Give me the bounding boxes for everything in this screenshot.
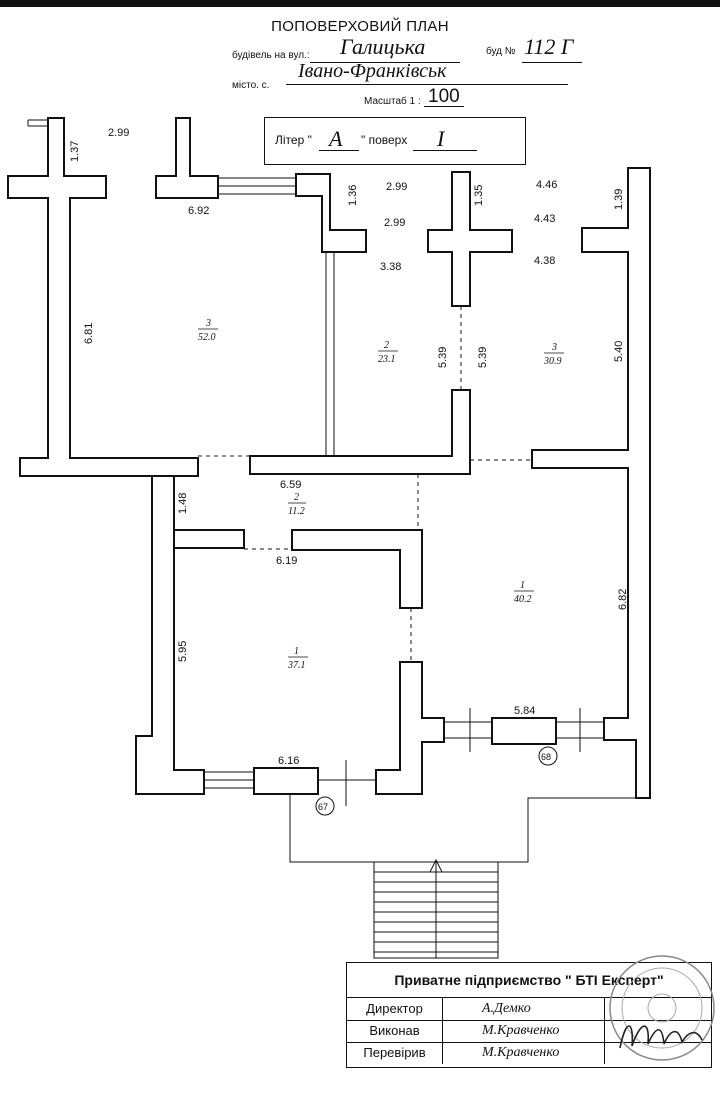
dim-right-top: 4.46 <box>536 179 557 191</box>
row-executed: Виконав М.Кравченко <box>347 1020 711 1043</box>
dim-room2-width: 2.99 <box>384 217 405 229</box>
room-1-right-area: 40.2 <box>514 594 532 605</box>
marker-67-label: 67 <box>318 802 328 812</box>
street-value: Галицька <box>340 34 426 59</box>
role-director: Директор <box>347 998 443 1020</box>
street-label: будівель на вул.: <box>232 50 310 61</box>
marker-68 <box>538 746 558 766</box>
scale-label: Масштаб 1 : <box>364 96 421 107</box>
dim-cross-h: 1.35 <box>473 185 485 206</box>
signature-mark <box>619 1025 703 1049</box>
seal-stamp <box>609 955 715 1061</box>
role-checked: Перевірив <box>347 1042 443 1064</box>
city-underline <box>286 84 568 85</box>
room-2-corridor-number: 2 <box>294 492 299 503</box>
scan-top-border <box>0 0 720 7</box>
floor-value: I <box>437 126 445 151</box>
dim-room2-bottom: 3.38 <box>380 261 401 273</box>
walls <box>7 117 651 799</box>
row-checked: Перевірив М.Кравченко <box>347 1042 711 1064</box>
room-2-top-number: 2 <box>384 340 389 351</box>
dim-room3r-bottom: 4.38 <box>534 255 555 267</box>
company-name: Приватне підприємство " БТІ Експерт" <box>347 963 711 998</box>
wall-lower-column <box>375 661 445 795</box>
openings <box>198 306 532 662</box>
dim-room1r-h: 6.82 <box>617 589 629 610</box>
dim-top-left-height: 1.37 <box>69 141 81 162</box>
porch-stairs <box>289 794 648 959</box>
markers <box>315 746 558 816</box>
name-executed: М.Кравченко <box>482 1023 560 1038</box>
col-divider <box>604 1020 605 1042</box>
building-underline <box>522 62 582 63</box>
building-value: 112 Г <box>524 34 574 59</box>
col-divider <box>604 1042 605 1064</box>
dim-right-wall-h: 1.39 <box>613 189 625 210</box>
wall-room1-left <box>135 475 245 795</box>
dim-room2-h: 5.39 <box>437 347 449 368</box>
room-2-top-area: 23.1 <box>378 354 396 365</box>
wall-lintel-bottom <box>253 767 319 795</box>
wall-post-top <box>155 117 219 199</box>
liter-value: А <box>329 126 343 151</box>
dim-room3r-h: 5.39 <box>477 347 489 368</box>
name-checked: М.Кравченко <box>482 1045 560 1060</box>
room-1-right-number: 1 <box>520 580 525 591</box>
title-block: Приватне підприємство " БТІ Експерт" Дир… <box>346 962 712 1068</box>
floor-underline <box>413 150 477 151</box>
room-2-corridor-area: 11.2 <box>288 506 305 517</box>
dim-corridor-width: 6.59 <box>280 479 301 491</box>
wall-top-left <box>7 117 199 477</box>
dim-right-room-h: 5.40 <box>613 341 625 362</box>
scale-underline <box>424 106 464 107</box>
plan-title: ПОПОВЕРХОВИЙ ПЛАН <box>271 18 449 35</box>
wall-lintel-right <box>491 717 557 745</box>
row-director: Директор А.Демко <box>347 998 711 1021</box>
dim-top-left-width: 2.99 <box>108 127 129 139</box>
wall-cross <box>427 171 513 307</box>
dim-corridor-h: 1.48 <box>177 493 189 514</box>
dim-left-room-h: 6.81 <box>83 323 95 344</box>
room-3-right-number: 3 <box>551 342 557 353</box>
dim-mid-top: 2.99 <box>386 181 407 193</box>
windows <box>27 119 604 806</box>
dim-room1-h: 5.95 <box>177 641 189 662</box>
room-labels: 3 52.0 2 23.1 3 30.9 2 11.2 1 40.2 1 37.… <box>198 318 564 671</box>
dim-room1r-bottom: 5.84 <box>514 705 535 717</box>
dim-room3-top: 6.92 <box>188 205 209 217</box>
dim-room1-bottom: 6.16 <box>278 755 299 767</box>
room-3-left-number: 3 <box>205 318 211 329</box>
scale-value: 100 <box>428 86 460 107</box>
liter-underline <box>319 150 359 151</box>
city-value: Івано-Франківськ <box>298 60 447 82</box>
wall-mid-upper <box>295 173 367 253</box>
liter-label: Літер " <box>275 133 312 147</box>
room-3-right-area: 30.9 <box>543 356 562 367</box>
marker-67 <box>315 796 335 816</box>
floor-label: " поверх <box>361 133 408 147</box>
dim-room1-top: 6.19 <box>276 555 297 567</box>
wall-middle <box>249 389 471 475</box>
room-3-left-area: 52.0 <box>198 332 216 343</box>
dim-room3r-width: 4.43 <box>534 213 555 225</box>
room-1-left-number: 1 <box>294 646 299 657</box>
name-director: А.Демко <box>482 1001 531 1016</box>
city-label: місто. с. <box>232 80 270 91</box>
role-executed: Виконав <box>347 1020 443 1042</box>
marker-68-label: 68 <box>541 752 551 762</box>
col-divider <box>604 998 605 1020</box>
street-underline <box>310 62 460 63</box>
dim-mid-wall-h: 1.36 <box>347 185 359 206</box>
room-1-left-area: 37.1 <box>287 660 306 671</box>
wall-corridor-right <box>291 529 423 609</box>
liter-box: Літер " А " поверх I <box>264 117 526 165</box>
building-label: буд № <box>486 46 516 57</box>
